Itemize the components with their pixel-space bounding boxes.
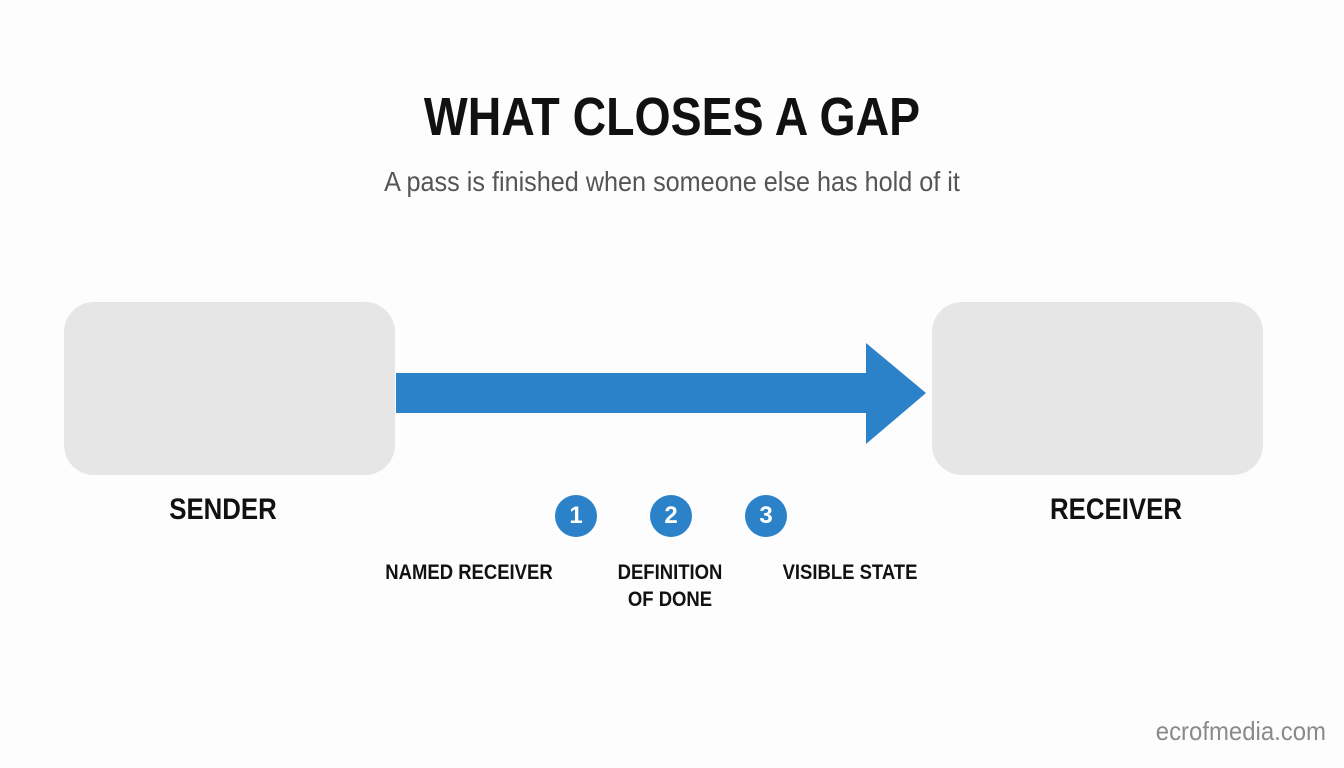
arrow-shaft: [396, 373, 870, 413]
receiver-label: RECEIVER: [1050, 493, 1182, 526]
step-3-badge: 3: [745, 495, 787, 537]
receiver-box: [932, 302, 1263, 475]
flow-arrow: [396, 343, 926, 444]
diagram-subtitle: A pass is finished when someone else has…: [384, 166, 960, 197]
watermark: ecrofmedia.com: [1155, 716, 1326, 746]
diagram-title: WHAT CLOSES A GAP: [423, 87, 921, 147]
step-2-label: DEFINITION OF DONE: [617, 561, 723, 611]
step-2-badge: 2: [650, 495, 692, 537]
step-3-label: VISIBLE STATE: [782, 561, 918, 584]
sender-box: [64, 302, 395, 475]
step-1-label: NAMED RECEIVER: [385, 561, 553, 584]
arrow-head: [866, 343, 926, 444]
step-1-badge: 1: [555, 495, 597, 537]
sender-label: SENDER: [169, 493, 277, 526]
